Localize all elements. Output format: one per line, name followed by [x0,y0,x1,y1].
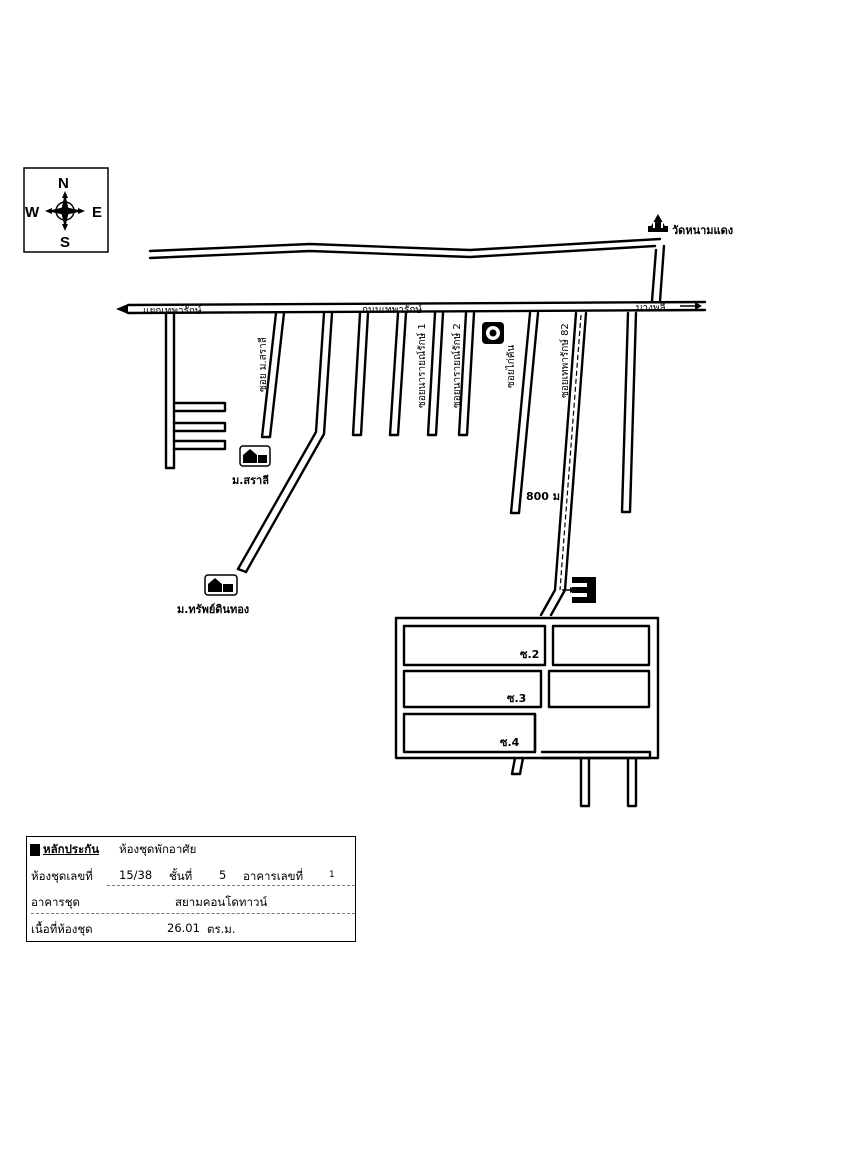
bullet-square [30,844,40,856]
road-label-soi3: ซ.3 [507,692,526,705]
dotted-line [107,885,355,886]
property-marker [562,577,596,603]
compass-east: E [92,204,102,221]
compass-south: S [60,234,70,251]
distance-label: 800 ม. [526,490,564,503]
road-label-right: บางพลี [636,302,666,314]
road-soi-right [620,311,638,514]
road-soi-narai2 [457,311,476,437]
road-soi-kingkan [509,311,540,515]
road-label-soi-kingkan: ซอยไก่คัน [505,345,517,388]
road-label-soi-narai2: ซอยนารายณ์รักษ์ 2 [451,323,463,408]
road-label-soi-theparak82: ซอยเทพารักษ์ 82 [559,323,571,398]
collateral-title: หลักประกัน [43,842,100,856]
road-label-soi-sarali: ซอย ม.สราลี [257,337,269,392]
road-label-soi4: ซ.4 [500,736,520,749]
compass-west: W [25,204,40,221]
road-soi-a [351,311,370,437]
road-soi-b [388,311,408,437]
road-soi-sarali [260,311,286,439]
road-supdinthong [236,311,334,574]
left-roads [164,311,227,470]
building-no-value: 1 [329,870,335,880]
area-value: 26.01 [167,921,200,935]
area-label: เนื้อที่ห้องชุด [31,922,93,936]
unit-no-label: ห้องชุดเลขที่ [31,869,93,883]
building-label: อาคารชุด [31,895,80,909]
bank-icon [482,322,504,344]
floor-value: 5 [219,868,227,882]
village-block [394,616,660,808]
road-soi-narai1 [426,311,445,437]
road-temple [148,237,666,303]
road-label-soi-narai1: ซอยนารายณ์รักษ์ 1 [416,323,428,408]
road-label-center: ถนนเทพารักษ์ [362,304,422,316]
dotted-line [31,913,355,914]
compass: N S W E [23,167,109,253]
compass-north: N [58,175,69,192]
road-label-soi2: ซ.2 [520,648,539,661]
temple-label: วัดหนามแดง [672,224,733,237]
temple-icon [648,214,668,232]
unit-no-value: 15/38 [119,868,153,882]
main-road [116,300,707,315]
village-icon [204,574,238,596]
village-icon [239,445,271,467]
area-unit: ตร.ม. [207,922,236,936]
collateral-box: หลักประกัน ห้องชุดพักอาศัย ห้องชุดเลขที่… [26,836,356,942]
village-sarali-label: ม.สราลี [232,474,269,487]
village-supdinthong-label: ม.ทรัพย์ดินทอง [177,603,249,616]
collateral-type: ห้องชุดพักอาศัย [119,842,197,856]
floor-label: ชั้นที่ [169,869,193,883]
road-label-left: แยกเทพารักษ์ [143,305,202,317]
building-no-label: อาคารเลขที่ [243,869,304,883]
building-name: สยามคอนโดทาวน์ [175,895,268,909]
